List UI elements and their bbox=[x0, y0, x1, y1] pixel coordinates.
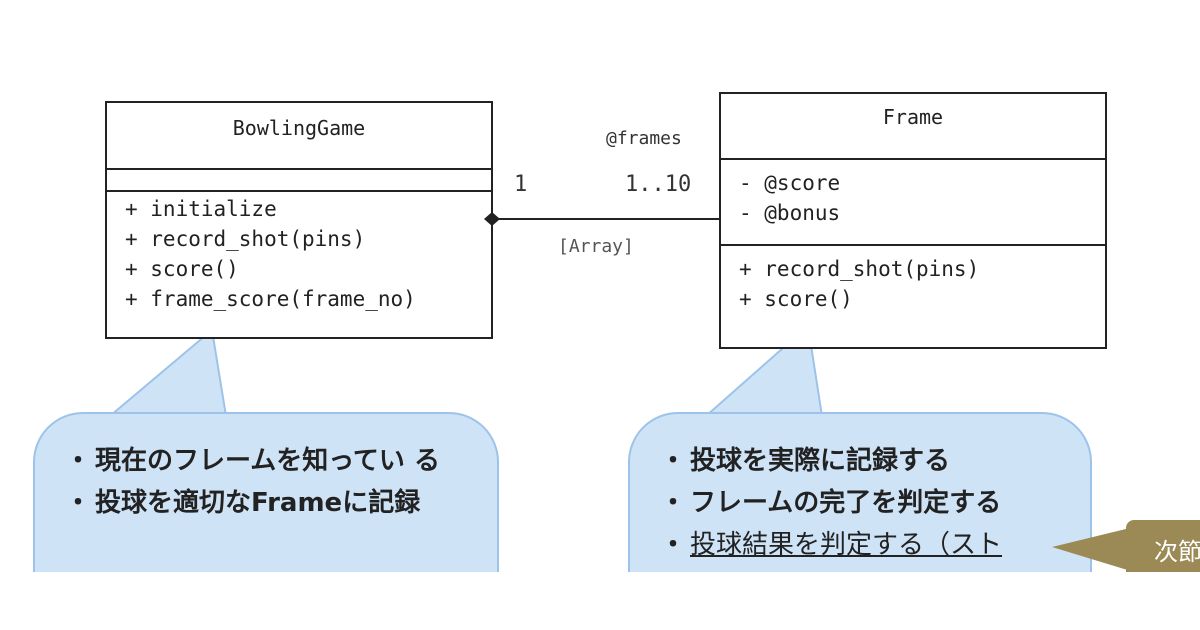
bullet: ・ bbox=[65, 446, 92, 476]
operation-row: + initialize bbox=[125, 197, 277, 221]
callout-text: 次節 bbox=[1154, 538, 1200, 566]
operation-row: + record_shot(pins) bbox=[739, 257, 980, 281]
association-role-label: @frames bbox=[606, 128, 682, 149]
left-note-item: ・投球を適切なFrameに記録 bbox=[35, 482, 497, 524]
class-divider bbox=[721, 244, 1105, 246]
left-note-text: 投球を適切なFrameに記録 bbox=[95, 488, 421, 518]
right-note-item: ・投球結果を判定する（スト bbox=[630, 524, 1090, 566]
left-note-text: 現在のフレームを知ってい る bbox=[95, 446, 440, 476]
bullet: ・ bbox=[660, 488, 687, 518]
operation-row: + score() bbox=[739, 287, 853, 311]
frame-attributes: - @score - @bonus bbox=[721, 160, 1105, 244]
frame-class-name: Frame bbox=[882, 105, 944, 129]
operation-row: + record_shot(pins) bbox=[125, 227, 366, 251]
class-divider bbox=[107, 190, 491, 192]
attribute-row: - @score bbox=[739, 171, 841, 195]
bullet: ・ bbox=[65, 488, 92, 518]
right-note-item: ・投球を実際に記録する bbox=[630, 440, 1090, 482]
bullet: ・ bbox=[660, 530, 687, 560]
class-divider bbox=[721, 158, 1105, 160]
left-note-list: ・現在のフレームを知ってい る ・投球を適切なFrameに記録 bbox=[35, 440, 497, 524]
bullet: ・ bbox=[660, 446, 687, 476]
operation-row: + score() bbox=[125, 257, 239, 281]
bottom-crop-band bbox=[0, 572, 1200, 630]
bowling-game-class-name: BowlingGame bbox=[232, 116, 366, 140]
right-note-text-underlined: 投球結果を判定する（スト bbox=[690, 530, 1003, 560]
attribute-row: - @bonus bbox=[739, 201, 841, 225]
callout-box bbox=[1126, 520, 1200, 580]
bowling-game-operations: + initialize + record_shot(pins) + score… bbox=[107, 192, 491, 314]
class-divider bbox=[107, 168, 491, 170]
operation-row: + frame_score(frame_no) bbox=[125, 287, 416, 311]
multiplicity-left: 1 bbox=[514, 172, 528, 197]
callout-arrow bbox=[1052, 527, 1134, 572]
composition-diamond-icon bbox=[484, 212, 500, 226]
right-note-list: ・投球を実際に記録する ・フレームの完了を判定する ・投球結果を判定する（スト bbox=[630, 440, 1090, 566]
frame-class-box[interactable]: Frame - @score - @bonus + record_shot(pi… bbox=[719, 92, 1107, 349]
right-note-item: ・フレームの完了を判定する bbox=[630, 482, 1090, 524]
right-note-text: フレームの完了を判定する bbox=[690, 488, 1002, 518]
right-note-text: 投球を実際に記録する bbox=[690, 446, 951, 476]
frame-operations: + record_shot(pins) + score() bbox=[721, 246, 1105, 314]
association-type-label: [Array] bbox=[558, 236, 634, 257]
left-note-item: ・現在のフレームを知ってい る bbox=[35, 440, 497, 482]
bowling-game-class-box[interactable]: BowlingGame + initialize + record_shot(p… bbox=[105, 101, 493, 339]
multiplicity-right: 1..10 bbox=[625, 172, 692, 197]
